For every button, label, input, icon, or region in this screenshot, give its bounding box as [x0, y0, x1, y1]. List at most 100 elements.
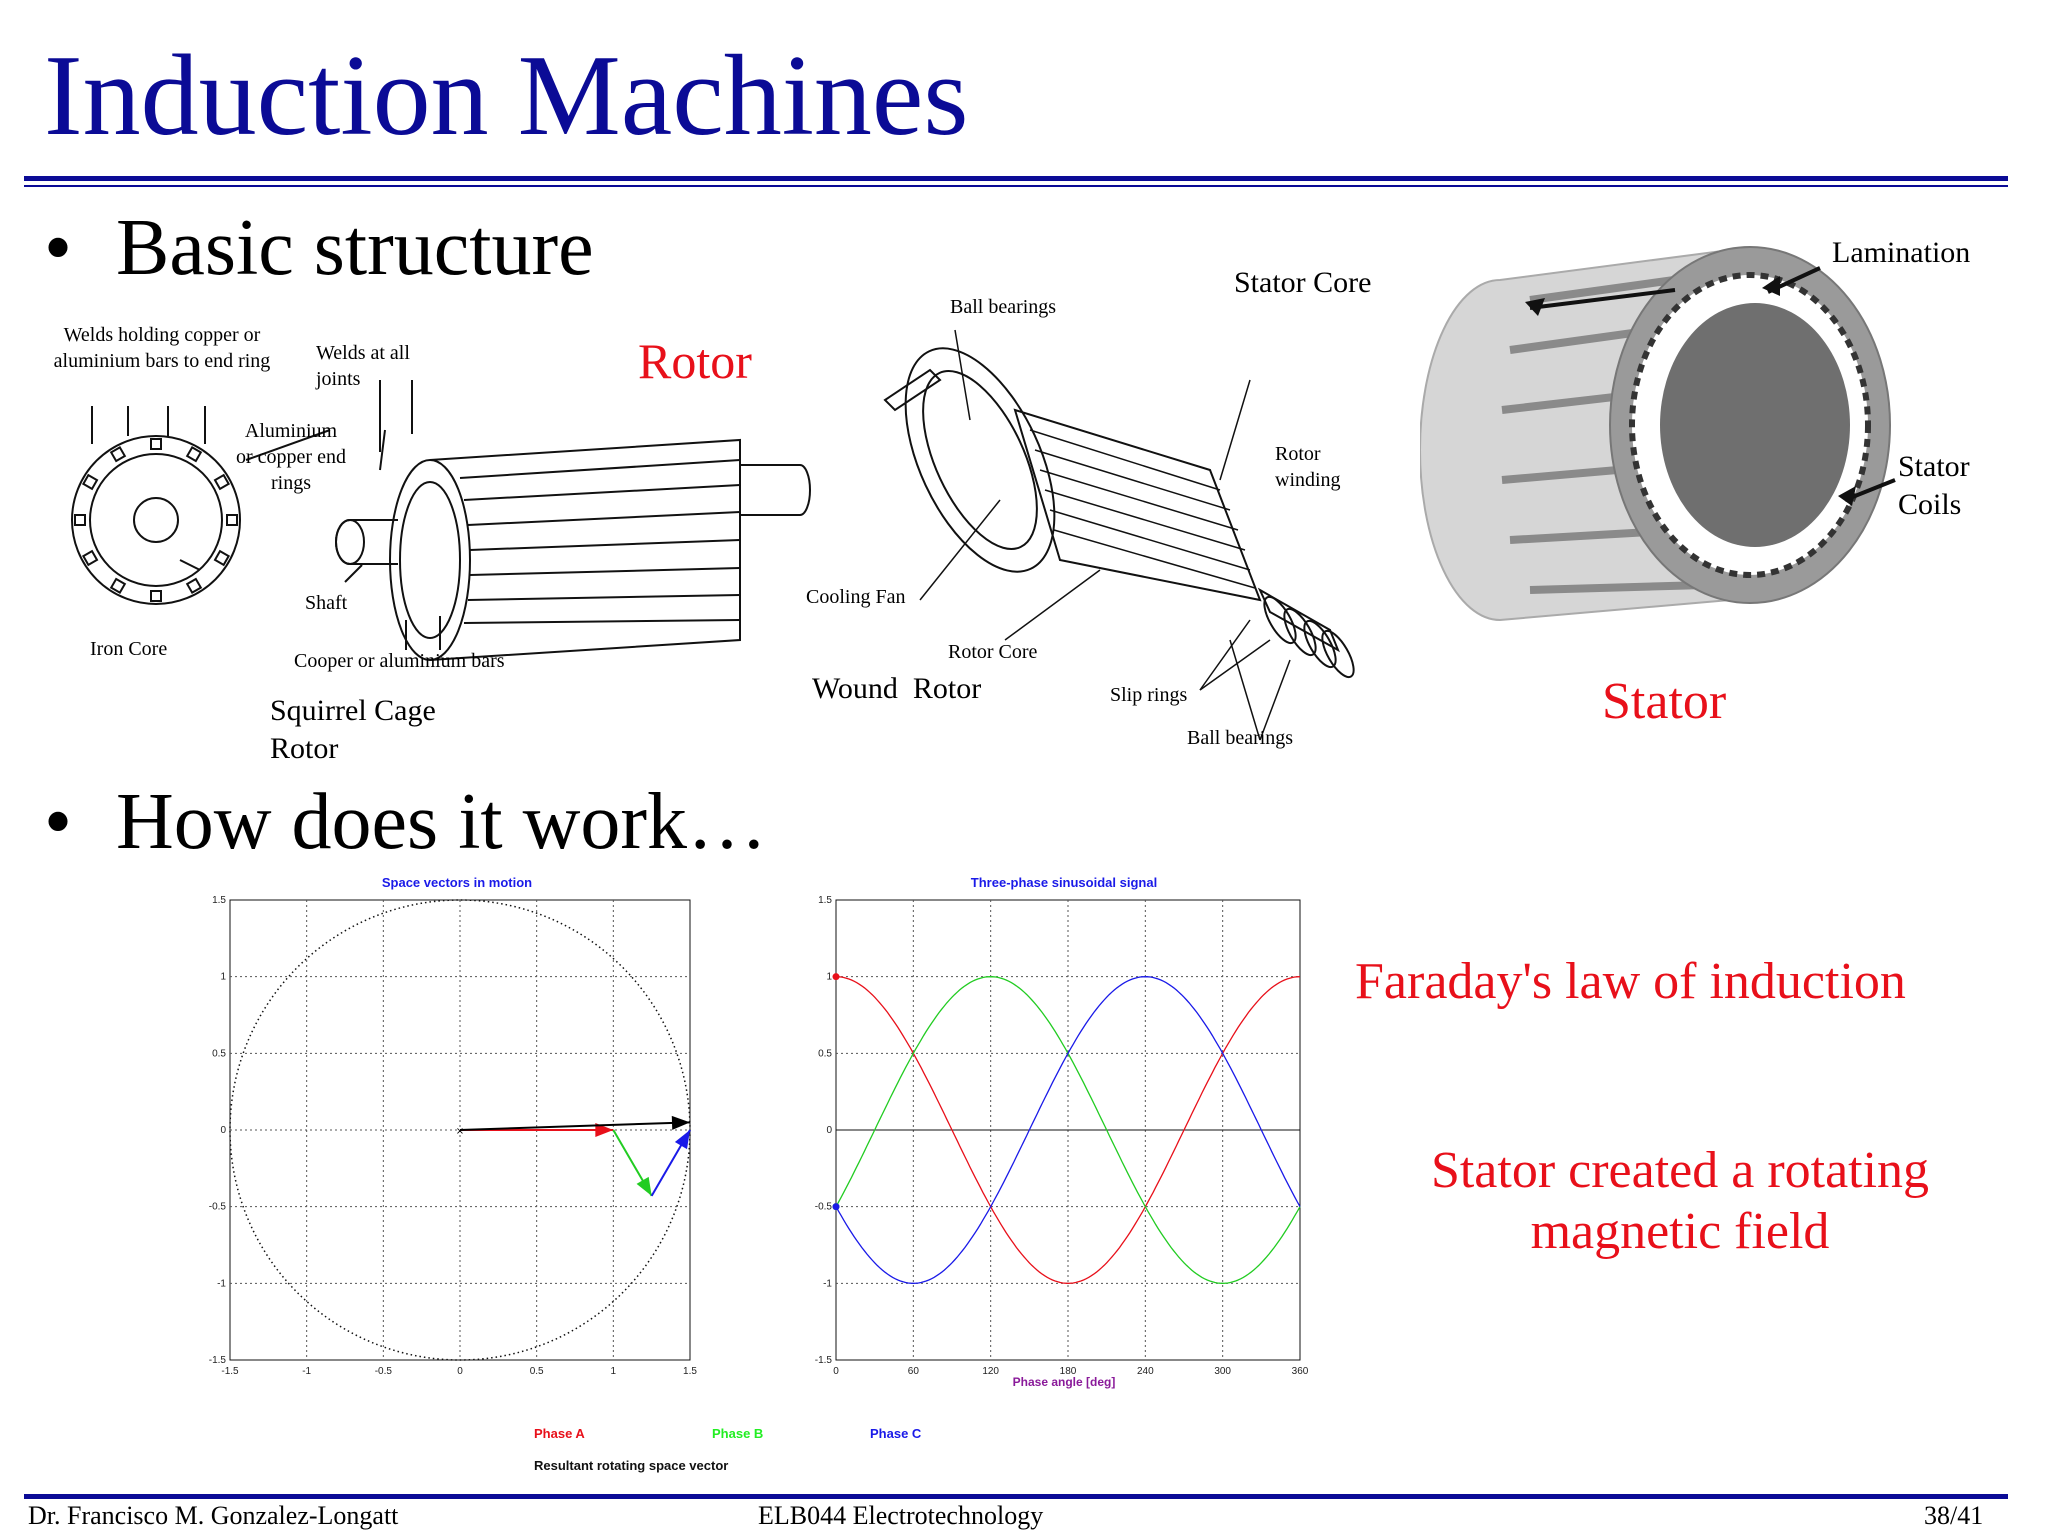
- stator-caption: Stator: [1602, 673, 1727, 730]
- rotor-bar-slot: [109, 577, 127, 595]
- x-tick-label: 0.5: [530, 1366, 544, 1377]
- footer-course: ELB044 Electrotechnology: [758, 1501, 1044, 1530]
- label-bars: Cooper or aluminium bars: [294, 650, 505, 672]
- y-tick-label: 0.5: [212, 1048, 226, 1059]
- stator-figure: [1419, 240, 1980, 640]
- y-tick-label: -1: [217, 1278, 226, 1289]
- label-welds-joints: Welds at all joints: [316, 342, 410, 390]
- x-tick-label: 120: [982, 1366, 999, 1377]
- label-welds-ring: Welds holding copper or aluminium bars t…: [53, 324, 271, 372]
- y-tick-label: 1: [826, 972, 832, 983]
- rotor-bar-slot: [185, 445, 203, 463]
- wound-rotor-drawing: [883, 329, 1355, 741]
- squirrel-cage-caption: Squirrel Cage Rotor: [270, 694, 436, 765]
- label-cooling-fan: Cooling Fan: [806, 586, 906, 608]
- x-tick-label: -1: [302, 1366, 311, 1377]
- legend-phase-c: Phase C: [870, 1426, 922, 1441]
- label-end-rings: Aluminium or copper end rings: [236, 420, 346, 494]
- y-tick-label: 1: [220, 972, 226, 983]
- rotor-heading: Rotor: [638, 333, 752, 389]
- three-phase-svg: Three-phase sinusoidal signal Phase angl…: [815, 875, 1309, 1389]
- x-axis-label: Phase angle [deg]: [1013, 1375, 1116, 1389]
- rotor-bar-slot: [74, 514, 86, 526]
- y-tick-label: -0.5: [209, 1202, 227, 1213]
- label-shaft: Shaft: [305, 592, 348, 614]
- phase-c-series-line: [835, 976, 1301, 1284]
- label-stator-coils: Stator Coils: [1898, 450, 1970, 521]
- y-tick-label: -0.5: [815, 1202, 833, 1213]
- label-rotor-winding: Rotor winding: [1275, 443, 1341, 491]
- squirrel-cage-figure: [40, 320, 820, 780]
- rotor-bar-slot: [150, 590, 162, 602]
- wound-rotor-caption: Wound Rotor: [812, 672, 982, 705]
- footer-author: Dr. Francisco M. Gonzalez-Longatt: [28, 1501, 399, 1530]
- bullet-basic-structure: •Basic structure: [44, 208, 594, 288]
- x-tick-label: 60: [908, 1366, 920, 1377]
- legend-phase-a: Phase A: [534, 1426, 585, 1441]
- x-tick-label: 240: [1137, 1366, 1154, 1377]
- bullet-text: How does it work…: [116, 778, 768, 866]
- phase-b-arrowhead: [636, 1176, 652, 1196]
- y-tick-label: 0: [220, 1125, 226, 1136]
- x-tick-label: 0: [833, 1366, 839, 1377]
- rotor-bar-slot: [109, 445, 127, 463]
- label-iron-core: Iron Core: [90, 638, 168, 660]
- label-lamination: Lamination: [1832, 236, 1971, 269]
- label-ball-bearings-top: Ball bearings: [950, 296, 1057, 318]
- note-faraday: Faraday's law of induction: [1355, 953, 1906, 1010]
- wound-rotor-figure: [790, 300, 1370, 760]
- rotor-bar-slot: [185, 577, 203, 595]
- bullet-how-it-works: •How does it work…: [44, 782, 767, 862]
- rotor-bar-slot: [81, 549, 99, 567]
- title-rule-bottom: [24, 185, 2008, 187]
- y-tick-label: -1.5: [209, 1355, 227, 1366]
- label-ball-bearings-bottom: Ball bearings: [1187, 727, 1294, 749]
- x-tick-label: 300: [1214, 1366, 1231, 1377]
- bullet-dot: •: [44, 778, 73, 866]
- phase-c-arrowhead: [674, 1130, 690, 1150]
- chart-title: Space vectors in motion: [382, 875, 532, 890]
- rotor-bar-slot: [213, 473, 231, 491]
- y-tick-label: 1.5: [818, 895, 832, 906]
- legend-resultant: Resultant rotating space vector: [534, 1458, 729, 1473]
- space-vector-chart: Space vectors in motion -1.5 -1 -0.5 0 0.5 1 1…: [200, 870, 700, 1390]
- y-tick-label: -1.5: [815, 1355, 833, 1366]
- rotor-bar-slot: [150, 438, 162, 450]
- phase-c-start-point: [832, 1203, 840, 1211]
- label-stator-core: Stator Core: [1234, 266, 1372, 299]
- three-phase-chart: Three-phase sinusoidal signal Phase angl…: [800, 870, 1320, 1390]
- bullet-text: Basic structure: [116, 204, 594, 292]
- x-tick-label: 0: [457, 1366, 463, 1377]
- squirrel-cage-drawing: [71, 380, 811, 661]
- phase-a-arrowhead: [595, 1123, 614, 1137]
- y-tick-label: -1: [823, 1278, 832, 1289]
- y-tick-label: 0: [826, 1125, 832, 1136]
- bullet-dot: •: [44, 204, 73, 292]
- footer-rule: [24, 1494, 2008, 1499]
- resultant-rotating-space-vector-arrowhead: [671, 1115, 690, 1130]
- label-slip-rings: Slip rings: [1110, 684, 1188, 706]
- footer-page: 38/41: [1924, 1501, 1984, 1530]
- chart-title: Three-phase sinusoidal signal: [971, 875, 1157, 890]
- label-rotor-core: Rotor Core: [948, 641, 1038, 663]
- y-tick-label: 0.5: [818, 1048, 832, 1059]
- title-rule-top: [24, 176, 2008, 181]
- rotor-bar-slot: [213, 549, 231, 567]
- x-tick-label: 360: [1292, 1366, 1309, 1377]
- x-tick-label: 1: [611, 1366, 617, 1377]
- phase-a-start-point: [832, 973, 840, 981]
- rotor-bar-slot: [81, 473, 99, 491]
- resultant-rotating-space-vector-vector: [459, 1121, 691, 1131]
- legend-phase-b: Phase B: [712, 1426, 764, 1441]
- x-tick-label: -0.5: [375, 1366, 393, 1377]
- x-tick-label: 1.5: [683, 1366, 697, 1377]
- x-tick-label: 180: [1060, 1366, 1077, 1377]
- slide-title: Induction Machines: [44, 32, 969, 160]
- stator-drawing: [1419, 246, 1896, 622]
- note-rotating-field: Stator created a rotating magnetic field: [1430, 1142, 1930, 1261]
- origin-marker: ×: [456, 1126, 464, 1137]
- rotor-bar-slot: [226, 514, 238, 526]
- space-vector-svg: Space vectors in motion -1.5 -1 -0.5 0 0.5 1 1…: [209, 875, 698, 1377]
- y-tick-label: 1.5: [212, 895, 226, 906]
- x-tick-label: -1.5: [221, 1366, 239, 1377]
